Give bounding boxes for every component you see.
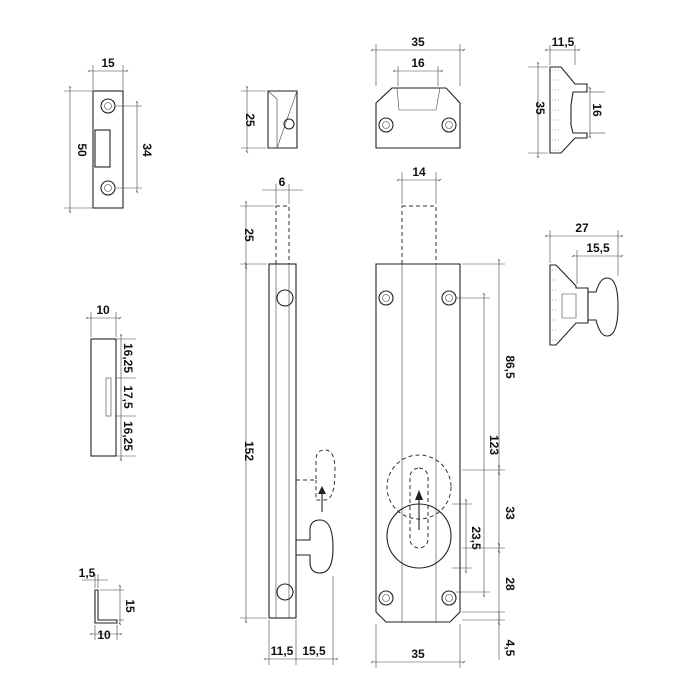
angle-strike-thickness-dim: 1,5 — [79, 566, 96, 580]
front-bottom-offset-dim: 28 — [503, 577, 517, 591]
keeper-block-view: 25 — [241, 85, 298, 154]
staple-view: 35 16 — [370, 35, 466, 149]
angle-strike-horizontal-dim: 10 — [97, 628, 111, 642]
front-knob-travel-dim: 33 — [503, 506, 517, 520]
angle-strike-vertical-dim: 15 — [123, 599, 137, 613]
side-knob-offset-dim: 15,5 — [302, 644, 326, 658]
keeper-block-height-dim: 25 — [243, 113, 257, 127]
flat-strike-top-dim: 16,25 — [121, 343, 135, 373]
angle-strike-view: 1,5 10 15 — [79, 566, 137, 642]
front-rod-width-dim: 14 — [412, 165, 426, 179]
front-slot-length-dim: 86,5 — [503, 355, 517, 379]
knob-profile-knob-width-dim: 15,5 — [586, 241, 610, 255]
flat-strike-view: 10 16,25 17,5 16,25 — [85, 303, 136, 462]
staple-width-dim: 35 — [411, 35, 425, 49]
flat-strike-bottom-dim: 16,25 — [121, 421, 135, 451]
side-plate-thickness-dim: 11,5 — [271, 644, 294, 658]
staple-inner-width-dim: 16 — [411, 56, 425, 70]
staple-profile-width-dim: 11,5 — [552, 35, 575, 49]
front-knob-diameter-dim: 23,5 — [469, 526, 483, 550]
bolt-side-view: 6 25 152 11,5 15,5 — [240, 175, 339, 665]
staple-profile-height-dim: 35 — [533, 101, 547, 115]
flat-strike-middle-dim: 17,5 — [121, 385, 135, 409]
side-rod-travel-dim: 25 — [242, 228, 256, 242]
front-hole-spacing-dim: 123 — [487, 435, 501, 455]
strike-plate-width-dim: 15 — [101, 56, 115, 70]
strike-plate-view: 15 50 34 — [64, 56, 154, 214]
side-rod-width-dim: 6 — [279, 175, 286, 189]
knob-profile-width-dim: 27 — [575, 221, 589, 235]
bolt-front-view: 14 86,5 123 33 23,5 28 4,5 35 — [370, 165, 517, 668]
side-body-length-dim: 152 — [242, 441, 256, 461]
front-plate-edge-dim: 4,5 — [503, 640, 517, 657]
staple-profile-inner-height-dim: 16 — [590, 103, 604, 117]
staple-profile-view: 11,5 35 16 — [528, 35, 605, 159]
strike-plate-hole-spacing-dim: 34 — [140, 143, 154, 157]
front-body-width-dim: 35 — [411, 647, 425, 661]
knob-profile-view: 27 15,5 — [544, 221, 624, 346]
strike-plate-height-dim: 50 — [75, 143, 89, 157]
flat-strike-width-dim: 10 — [96, 303, 110, 317]
